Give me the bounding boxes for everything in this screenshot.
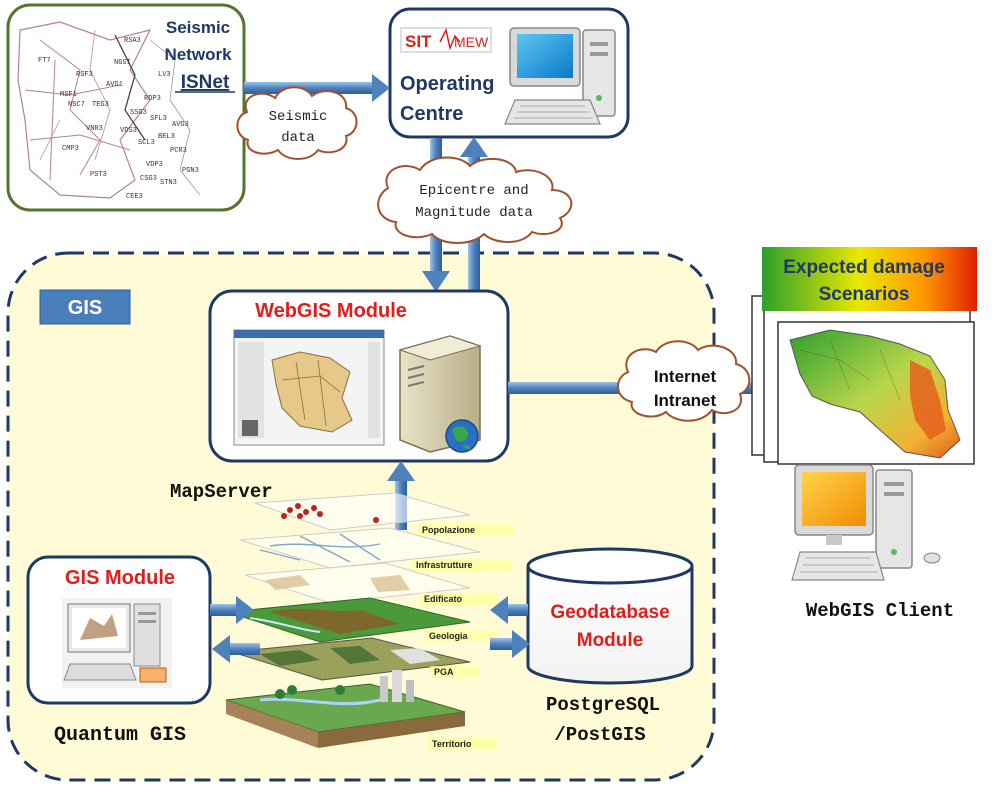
seismic-title-3: ISNet [181,72,230,93]
geodatabase-title-1: Geodatabase [550,602,669,623]
postgresql-caption: PostgreSQL [546,694,660,716]
cloud-seismic-data: Seismic data [236,86,358,160]
svg-text:PST3: PST3 [90,171,107,179]
webgis-client-caption: WebGIS Client [806,600,954,622]
operating-centre-box: SIT MEW Operating Centre [388,7,630,139]
svg-text:CEE3: CEE3 [126,193,143,201]
svg-text:data: data [281,130,315,146]
damage-map [777,321,975,465]
svg-text:AVG1: AVG1 [106,81,123,89]
webgis-module-box: WebGIS Module [208,289,510,463]
mapserver-label: MapServer [170,481,273,503]
operating-centre-label-1: Operating [400,73,494,95]
scenarios-stack: Expected damage Scenarios [751,247,977,465]
arrow-seismic-to-centre [244,74,390,102]
scenarios-title-1: Expected damage [783,257,945,278]
svg-text:SIT: SIT [405,32,432,51]
computer-icon [504,27,616,125]
seismic-title-2: Network [164,45,232,64]
svg-text:Internet: Internet [654,367,717,386]
quantum-gis-caption: Quantum GIS [54,724,186,747]
svg-text:LV3: LV3 [158,71,171,79]
station-labels: RSA3 NGSI FT7 LV3 RSF3 AVG1 MSF1 RDP3 NS… [38,37,199,201]
geodatabase-title-2: Module [577,630,644,651]
webgis-client-computer [791,464,941,581]
layer-edificato: Edificato [244,562,498,605]
arrow-gis-to-layers [210,596,254,624]
operating-centre-label-2: Centre [400,103,463,125]
arrow-geodatabase-to-layers [490,596,528,624]
svg-text:Popolazione: Popolazione [422,525,475,535]
svg-text:SFL3: SFL3 [150,115,167,123]
layer-pga: PGA [231,637,480,681]
svg-text:VDS3: VDS3 [120,127,137,135]
gis-module-title: GIS Module [65,567,175,589]
qgis-computer-icon [62,598,172,688]
postgis-caption: /PostGIS [554,724,645,746]
svg-text:PGA: PGA [434,667,454,677]
cloud-epicentre: Epicentre and Magnitude data [377,156,573,244]
svg-text:TEG3: TEG3 [92,101,109,109]
svg-text:Edificato: Edificato [424,594,463,604]
svg-text:CMP3: CMP3 [62,145,79,153]
svg-text:Territorio: Territorio [432,739,472,749]
svg-text:VDP3: VDP3 [146,161,163,169]
layer-popolazione: Popolazione [254,492,514,536]
gis-module-box: GIS Module [26,555,212,705]
layer-geologia: Geologia [227,597,497,643]
svg-text:VNR3: VNR3 [86,125,103,133]
svg-text:BEL3: BEL3 [158,133,175,141]
layer-territorio: Territorio [225,670,498,750]
svg-text:NSC7: NSC7 [68,101,85,109]
svg-text:MEW: MEW [454,34,489,50]
seismic-title-1: Seismic [166,18,230,37]
svg-text:Infrastrutture: Infrastrutture [416,560,473,570]
svg-text:Magnitude data: Magnitude data [415,205,533,221]
webgis-screenshot [233,329,385,446]
svg-text:NGSI: NGSI [114,59,131,67]
webgis-module-title: WebGIS Module [255,300,407,322]
cloud-internet: Internet Intranet [617,340,751,422]
arrow-layers-to-geodatabase [490,630,530,658]
svg-text:RSA3: RSA3 [124,37,141,45]
svg-text:AVG3: AVG3 [172,121,189,129]
svg-text:STN3: STN3 [160,179,177,187]
svg-text:RDP3: RDP3 [144,95,161,103]
svg-text:FT7: FT7 [38,57,51,65]
layer-stack: Popolazione Infrastrutture Edificato Geo… [225,492,514,750]
svg-text:SSG3: SSG3 [130,109,147,117]
layer-infrastrutture: Infrastrutture [239,527,512,571]
arrow-layers-to-gis [212,635,260,663]
svg-text:Seismic: Seismic [269,109,328,125]
svg-text:GIS: GIS [68,297,102,319]
geodatabase-cylinder: Geodatabase Module [526,547,694,685]
gis-label: GIS [39,289,131,325]
svg-text:MSF1: MSF1 [60,91,77,99]
svg-text:PGN3: PGN3 [182,167,199,175]
svg-text:Intranet: Intranet [654,391,717,410]
svg-text:Epicentre and: Epicentre and [419,183,528,199]
svg-text:RSF3: RSF3 [76,71,93,79]
sitmew-logo: SIT MEW [400,27,492,53]
svg-text:PCR3: PCR3 [170,147,187,155]
server-icon [398,335,482,453]
seismic-network-box: RSA3 NGSI FT7 LV3 RSF3 AVG1 MSF1 RDP3 NS… [6,3,246,212]
seismic-map [17,21,201,199]
scenarios-title-2: Scenarios [819,284,910,305]
svg-text:SCL3: SCL3 [138,139,155,147]
svg-text:CSG3: CSG3 [140,175,157,183]
svg-text:Geologia: Geologia [429,631,468,641]
